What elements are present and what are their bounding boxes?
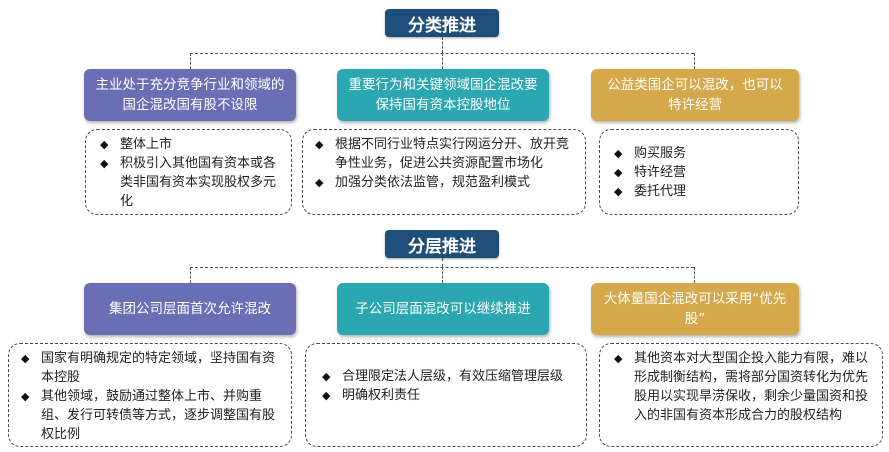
list-item: 根据不同行业特点实行网运分开、放开竞争性业务，促进公共资源配置市场化 (315, 135, 577, 173)
list-item: 明确权利责任 (322, 386, 578, 405)
detail-box-key-sector: 根据不同行业特点实行网运分开、放开竞争性业务，促进公共资源配置市场化 加强分类依… (302, 129, 586, 215)
heading-text: 主业处于充分竞争行业和领域的国企混改国有股不设限 (95, 77, 285, 113)
list-item: 整体上市 (100, 135, 283, 154)
heading-preferred-stock: 大体量国企混改可以采用“优先股” (591, 283, 799, 335)
connector (442, 37, 443, 53)
heading-text: 集团公司层面首次允许混改 (109, 301, 271, 317)
heading-text: 子公司层面混改可以继续推进 (355, 301, 531, 317)
detail-box-group-company: 国家有明确规定的特定领域，坚持国有资本控股 其他领域，鼓励通过整体上市、并购重组… (8, 343, 292, 447)
heading-competitive-sector: 主业处于充分竞争行业和领域的国企混改国有股不设限 (84, 69, 296, 121)
list-item: 其他资本对大型国企投入能力有限，难以形成制衡结构，需将部分国资转化为优先股用以实… (614, 349, 874, 425)
heading-subsidiary: 子公司层面混改可以继续推进 (337, 283, 549, 335)
heading-group-company: 集团公司层面首次允许混改 (84, 283, 296, 335)
detail-box-public-welfare: 购买服务 特许经营 委托代理 (599, 129, 799, 215)
section-title-classification: 分类推进 (385, 9, 499, 37)
connector (442, 53, 443, 69)
heading-text: 大体量国企混改可以采用“优先股” (603, 291, 787, 327)
list-item: 加强分类依法监管，规范盈利模式 (315, 173, 577, 192)
list-item: 委托代理 (614, 182, 790, 201)
heading-text: 公益类国企可以混改，也可以特许经营 (607, 77, 783, 113)
connector (694, 53, 695, 69)
list-item: 国家有明确规定的特定领域，坚持国有资本控股 (21, 349, 283, 387)
heading-text: 重要行为和关键领域国企混改要保持国有资本控股地位 (348, 77, 538, 113)
list-item: 合理限定法人层级，有效压缩管理层级 (322, 367, 578, 386)
detail-box-preferred-stock: 其他资本对大型国企投入能力有限，难以形成制衡结构，需将部分国资转化为优先股用以实… (599, 343, 883, 447)
heading-public-welfare: 公益类国企可以混改，也可以特许经营 (591, 69, 799, 121)
connector (190, 267, 191, 283)
detail-box-competitive: 整体上市 积极引入其他国有资本或各类非国有资本实现股权多元化 (85, 129, 292, 215)
connector (442, 267, 443, 283)
connector (442, 258, 443, 267)
section-title-layering: 分层推进 (385, 230, 499, 258)
list-item: 购买服务 (614, 144, 790, 163)
connector (190, 53, 191, 69)
list-item: 其他领域，鼓励通过整体上市、并购重组、发行可转债等方式，逐步调整国有股权比例 (21, 387, 283, 444)
detail-box-subsidiary: 合理限定法人层级，有效压缩管理层级 明确权利责任 (305, 343, 587, 447)
list-item: 特许经营 (614, 163, 790, 182)
connector (694, 267, 695, 283)
list-item: 积极引入其他国有资本或各类非国有资本实现股权多元化 (100, 154, 283, 211)
heading-key-sector: 重要行为和关键领域国企混改要保持国有资本控股地位 (337, 69, 549, 121)
